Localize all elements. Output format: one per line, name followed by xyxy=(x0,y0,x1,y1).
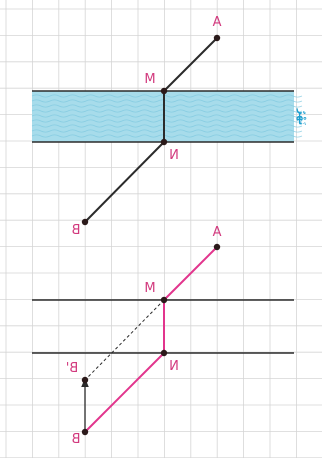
point-Bprime xyxy=(81,376,89,384)
label-N-bottom: N xyxy=(169,359,179,374)
label-M-top: M xyxy=(144,72,155,87)
river-wave xyxy=(31,119,303,123)
segment-N-B-top xyxy=(84,141,165,223)
river-wave xyxy=(31,109,303,113)
label-N-top: N xyxy=(169,148,179,163)
river-wave xyxy=(31,114,303,118)
segment-A-M-top xyxy=(163,37,218,92)
river-wave xyxy=(31,94,303,98)
river-wave xyxy=(31,124,303,128)
river-waves xyxy=(31,94,303,138)
bottom-figure: A M N B B' xyxy=(32,225,294,447)
river-label: نَهْرٌ xyxy=(296,108,307,126)
label-A-bottom: A xyxy=(212,225,221,240)
river-band xyxy=(31,90,303,143)
label-Bprime: B' xyxy=(66,361,79,376)
point-B-bottom xyxy=(81,428,89,436)
label-M-bottom: M xyxy=(144,281,155,296)
top-figure: نَهْرٌ A M N B xyxy=(31,15,307,238)
label-B-top: B xyxy=(72,223,81,238)
river-wave xyxy=(31,129,303,133)
point-A-top xyxy=(213,34,221,42)
point-M-top xyxy=(160,87,168,95)
point-N-top xyxy=(160,138,168,146)
point-M-bottom xyxy=(160,296,168,304)
segment-A-M-bottom xyxy=(163,246,218,301)
river-wave xyxy=(31,134,303,138)
point-A-bottom xyxy=(213,243,221,251)
label-A-top: A xyxy=(212,15,221,30)
point-B-top xyxy=(81,218,89,226)
label-B-bottom: B xyxy=(72,432,81,447)
dashed-M-Bprime xyxy=(84,299,165,381)
segment-N-B-bottom xyxy=(84,352,165,433)
river-wave xyxy=(31,104,303,108)
point-N-bottom xyxy=(160,349,168,357)
river-wave xyxy=(31,99,303,103)
